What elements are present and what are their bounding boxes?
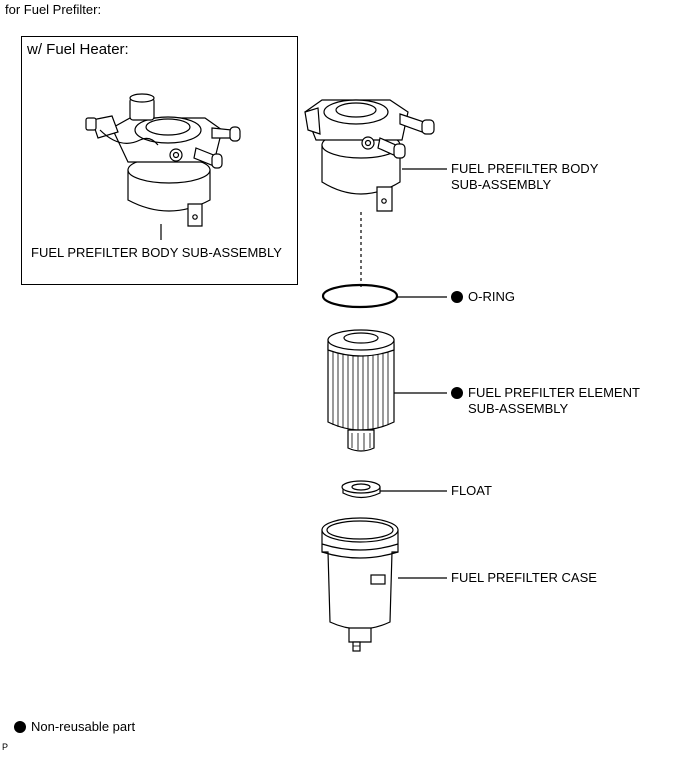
label-o-ring: O-RING xyxy=(451,289,515,305)
non-reusable-marker-icon xyxy=(14,721,26,733)
fuel-heater-inset xyxy=(21,36,298,285)
label-element-line2: SUB-ASSEMBLY xyxy=(468,401,569,416)
label-element-line1: FUEL PREFILTER ELEMENT xyxy=(451,385,640,401)
inset-prefilter-body-illustration xyxy=(85,93,241,227)
legend-non-reusable: Non-reusable part xyxy=(14,719,135,735)
non-reusable-marker-icon xyxy=(451,387,463,399)
legend-text: Non-reusable part xyxy=(31,719,136,734)
inset-caption: FUEL PREFILTER BODY SUB-ASSEMBLY xyxy=(31,245,282,260)
corner-mark: P xyxy=(2,742,9,752)
label-case: FUEL PREFILTER CASE xyxy=(451,570,597,585)
non-reusable-marker-icon xyxy=(451,291,463,303)
o-ring-illustration xyxy=(321,283,399,309)
prefilter-case-illustration xyxy=(321,517,399,652)
o-ring-text: O-RING xyxy=(468,289,515,304)
prefilter-body-illustration xyxy=(304,99,435,212)
prefilter-element-illustration xyxy=(327,329,395,452)
inset-title: w/ Fuel Heater: xyxy=(27,41,129,58)
float-illustration xyxy=(341,480,381,499)
label-float: FLOAT xyxy=(451,483,492,498)
page-heading: for Fuel Prefilter: xyxy=(5,2,102,17)
label-body-line1: FUEL PREFILTER BODY xyxy=(451,161,599,176)
element-text: FUEL PREFILTER ELEMENT xyxy=(468,385,640,400)
label-body-line2: SUB-ASSEMBLY xyxy=(451,177,552,192)
